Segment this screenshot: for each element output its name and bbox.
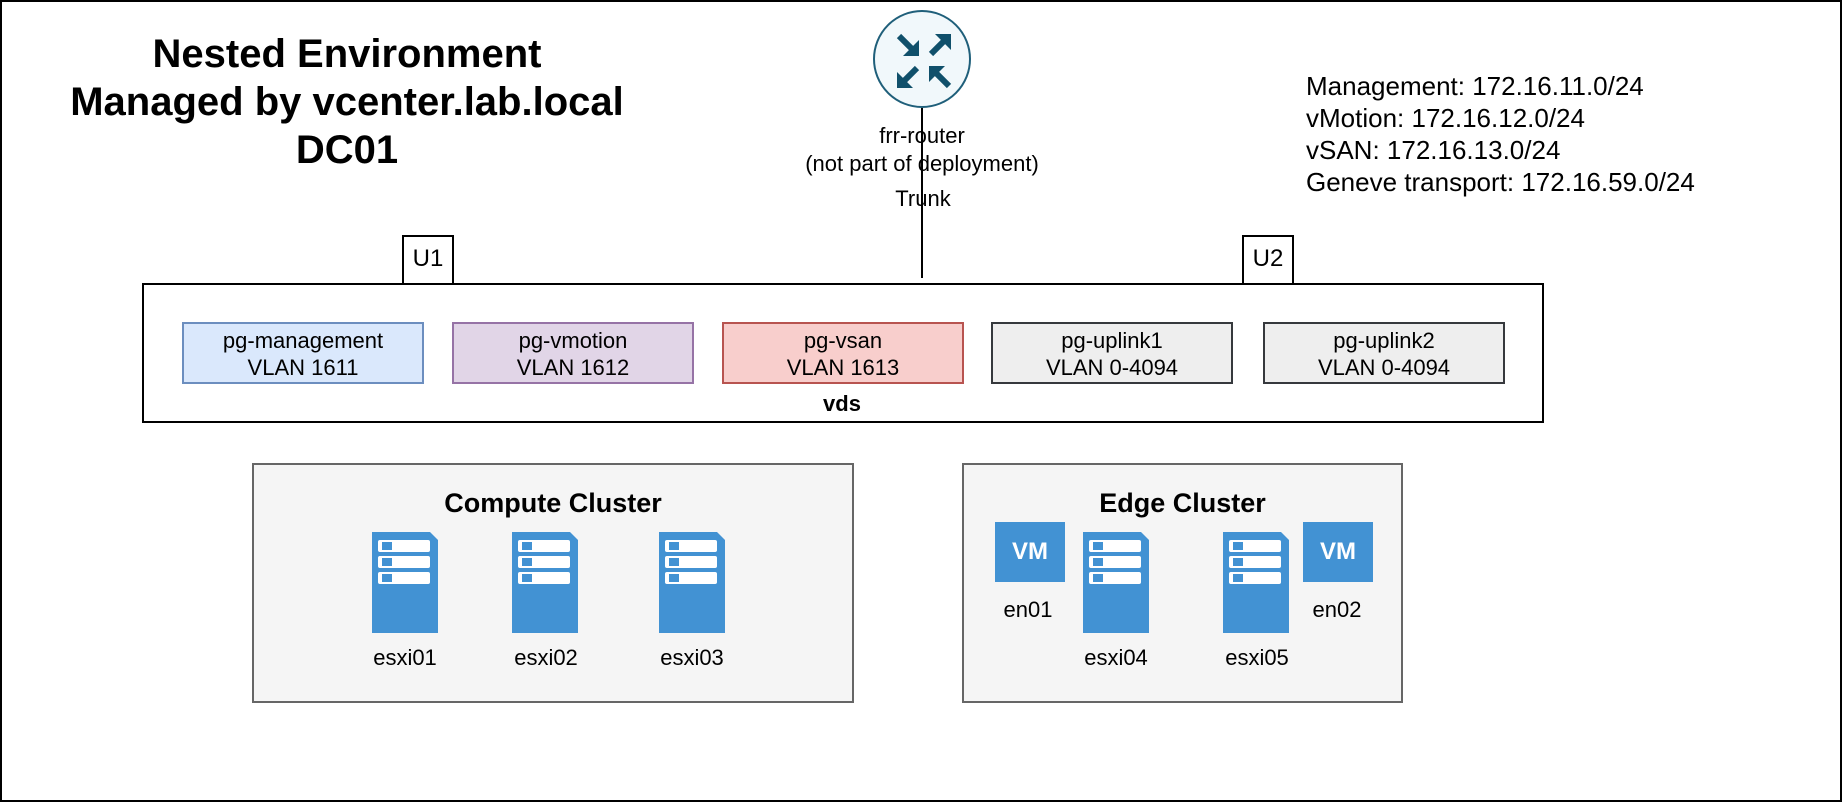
diagram-title: Nested Environment Managed by vcenter.la… bbox=[47, 30, 647, 174]
vm-label-en02: en02 bbox=[1312, 597, 1362, 622]
uplink-tag-u2: U2 bbox=[1242, 235, 1294, 283]
host-label-esxi05: esxi05 bbox=[1225, 645, 1289, 670]
server-icon bbox=[372, 532, 438, 633]
server-icon bbox=[1223, 532, 1289, 633]
portgroup-name: pg-vmotion bbox=[518, 328, 628, 353]
portgroup-vlan: VLAN 0-4094 bbox=[1045, 355, 1179, 380]
vm-badge-en01: VM bbox=[995, 522, 1065, 582]
server-icon bbox=[659, 532, 725, 633]
subnet-list: Management: 172.16.11.0/24 vMotion: 172.… bbox=[1306, 70, 1695, 198]
host-label-esxi04: esxi04 bbox=[1084, 645, 1148, 670]
router-trunk-link bbox=[921, 108, 923, 278]
router-icon bbox=[873, 10, 971, 108]
subnet-vsan: vSAN: 172.16.13.0/24 bbox=[1306, 135, 1561, 165]
portgroup-uplink2: pg-uplink2 VLAN 0-4094 bbox=[1263, 322, 1505, 384]
router-note: (not part of deployment) bbox=[805, 151, 1039, 176]
title-line-3: DC01 bbox=[295, 128, 399, 172]
portgroup-vlan: VLAN 1611 bbox=[247, 355, 359, 380]
compute-cluster-title: Compute Cluster bbox=[444, 488, 662, 518]
portgroup-vlan: VLAN 1612 bbox=[516, 355, 630, 380]
title-line-2: Managed by vcenter.lab.local bbox=[70, 80, 624, 124]
subnet-management: Management: 172.16.11.0/24 bbox=[1306, 71, 1644, 101]
portgroup-vmotion: pg-vmotion VLAN 1612 bbox=[452, 322, 694, 384]
portgroup-uplink1: pg-uplink1 VLAN 0-4094 bbox=[991, 322, 1233, 384]
subnet-geneve: Geneve transport: 172.16.59.0/24 bbox=[1306, 167, 1695, 197]
server-icon bbox=[512, 532, 578, 633]
server-icon bbox=[1083, 532, 1149, 633]
subnet-vmotion: vMotion: 172.16.12.0/24 bbox=[1306, 103, 1585, 133]
trunk-label: Trunk bbox=[895, 186, 951, 211]
portgroup-name: pg-management bbox=[222, 328, 384, 353]
vm-badge-en02: VM bbox=[1303, 522, 1373, 582]
portgroup-name: pg-vsan bbox=[803, 328, 883, 353]
router-label: frr-router (not part of deployment) bbox=[762, 122, 1082, 178]
router-name: frr-router bbox=[879, 123, 965, 148]
portgroup-vlan: VLAN 1613 bbox=[786, 355, 900, 380]
uplink-tag-u1: U1 bbox=[402, 235, 454, 283]
portgroup-management: pg-management VLAN 1611 bbox=[182, 322, 424, 384]
portgroup-vsan: pg-vsan VLAN 1613 bbox=[722, 322, 964, 384]
router-arrows-icon bbox=[896, 33, 952, 89]
edge-cluster-title: Edge Cluster bbox=[1099, 488, 1266, 518]
title-line-1: Nested Environment bbox=[152, 32, 542, 76]
portgroup-vlan: VLAN 0-4094 bbox=[1317, 355, 1451, 380]
host-label-esxi01: esxi01 bbox=[373, 645, 437, 670]
host-label-esxi03: esxi03 bbox=[660, 645, 724, 670]
vm-label-en01: en01 bbox=[1003, 597, 1053, 622]
portgroup-name: pg-uplink2 bbox=[1333, 328, 1435, 353]
portgroup-name: pg-uplink1 bbox=[1061, 328, 1163, 353]
host-label-esxi02: esxi02 bbox=[514, 645, 578, 670]
vds-label: vds bbox=[823, 391, 861, 416]
edge-cluster bbox=[962, 463, 1403, 703]
